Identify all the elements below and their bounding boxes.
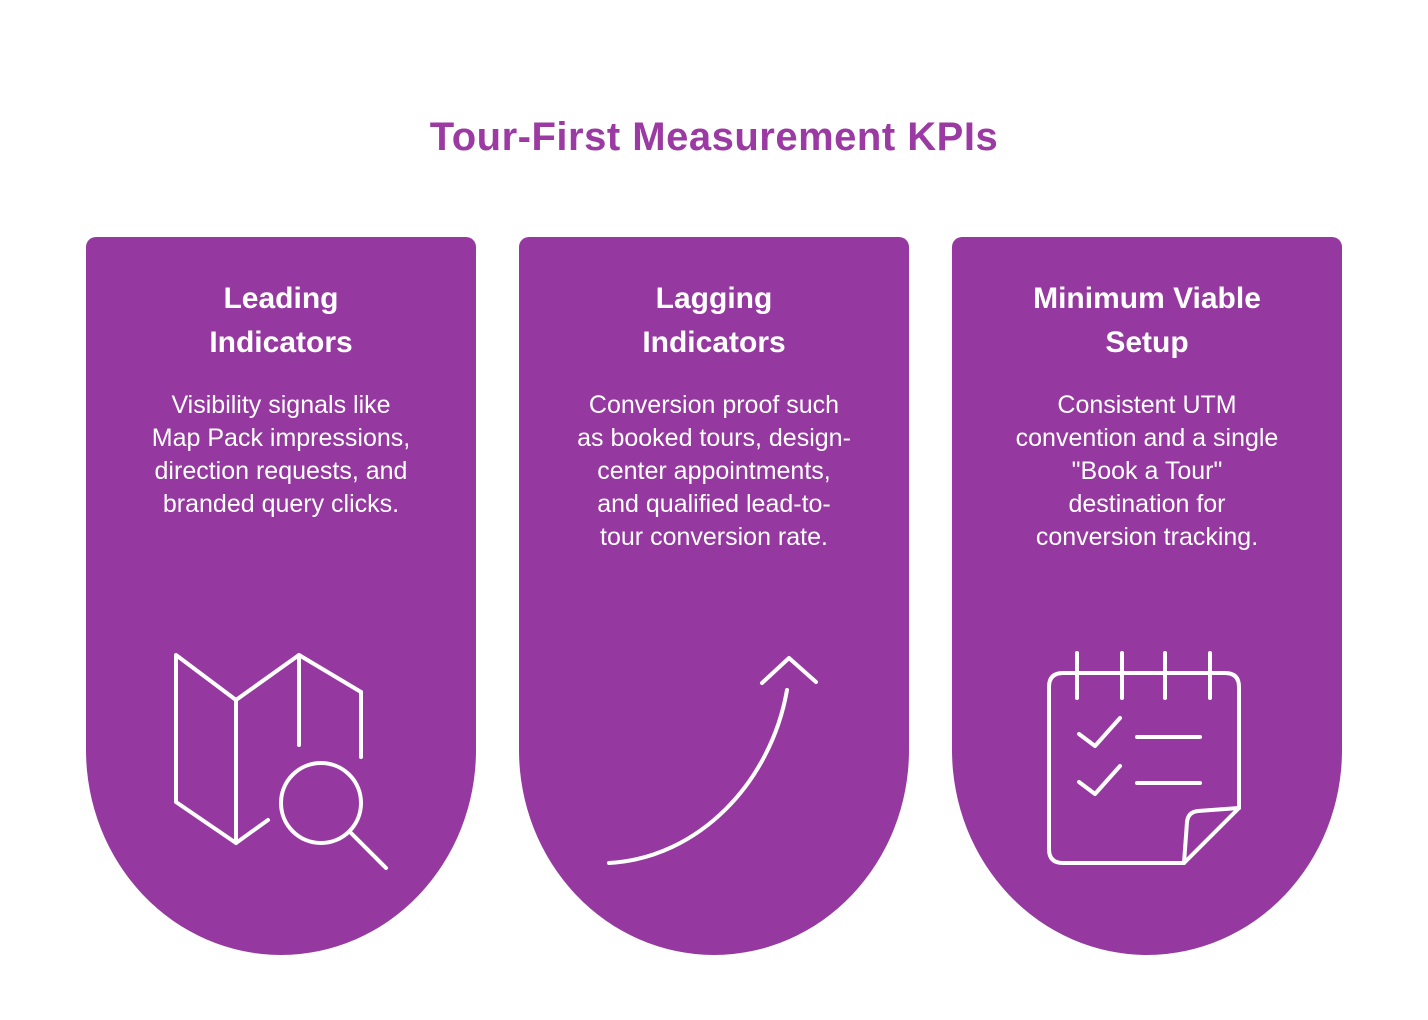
kpi-cards-row: Leading Indicators Visibility signals li… (86, 237, 1342, 955)
checklist-icon (1047, 650, 1247, 870)
growth-arrow-icon (599, 650, 829, 880)
card-minimum-viable-setup: Minimum Viable Setup Consistent UTM conv… (952, 237, 1342, 955)
card-title: Lagging Indicators (642, 282, 786, 359)
card-title: Minimum Viable Setup (1033, 282, 1261, 359)
card-description: Conversion proof such as booked tours, d… (577, 391, 851, 551)
card-lagging-indicators: Lagging Indicators Conversion proof such… (519, 237, 909, 955)
page-title: Tour-First Measurement KPIs (429, 114, 999, 159)
card-description: Consistent UTM convention and a single "… (1015, 391, 1279, 551)
card-leading-indicators: Leading Indicators Visibility signals li… (86, 237, 476, 955)
map-search-icon (166, 650, 396, 900)
card-title: Leading Indicators (209, 282, 353, 359)
card-description: Visibility signals like Map Pack impress… (151, 391, 411, 518)
